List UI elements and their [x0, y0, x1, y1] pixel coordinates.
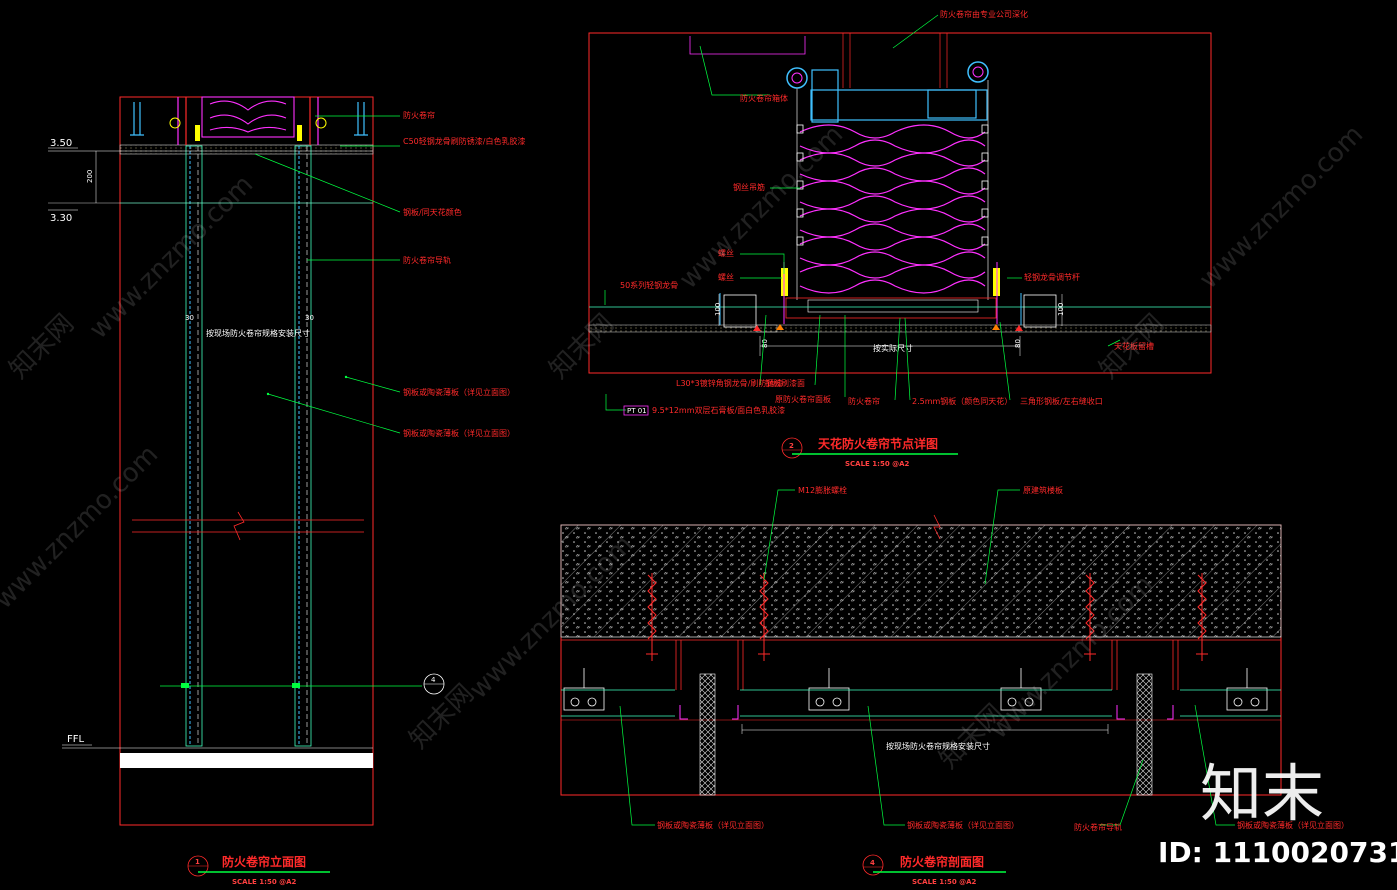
node-ceiling-note: 9.5*12mm双层石膏板/面白色乳胶漆 — [652, 405, 785, 415]
node-bottom-note-5: 2.5mm钢板（颜色同天花） — [912, 396, 1012, 406]
node-ceiling-tag: PT 01 — [627, 407, 647, 415]
section-bottom-note-3: 防火卷帘导轨 — [1074, 822, 1122, 832]
section-drawing: 按现场防火卷帘规格安装尺寸 M12膨胀螺栓 原建筑楼板 钢板或陶瓷薄板（详见立面… — [560, 485, 1349, 886]
elev-center-note: 按现场防火卷帘规格安装尺寸 — [206, 328, 310, 338]
elev-note-4: 防火卷帘导轨 — [403, 255, 451, 265]
elev-note-3: 钢板/同天花颜色 — [403, 207, 462, 217]
floor-slab — [120, 753, 373, 768]
node-dim-100-a: 100 — [714, 303, 722, 316]
roller-coil — [201, 96, 295, 138]
node-note-bolt2: 螺丝 — [718, 272, 734, 282]
node-title: 天花防火卷帘节点详图 — [818, 436, 938, 451]
elevation-drawing: 3.50 3.30 200 4 FFL 按现场防火卷帘规格安装尺寸 30 30 — [48, 96, 525, 886]
section-bottom-note-4: 钢板或陶瓷薄板（详见立面图） — [1237, 820, 1349, 830]
node-dim-80-b: 80 — [1014, 339, 1022, 348]
node-note-adjust: 轻钢龙骨调节杆 — [1024, 272, 1080, 282]
section-note-bolt: M12膨胀螺栓 — [798, 485, 847, 495]
node-scale: SCALE 1:50 @A2 — [845, 460, 910, 468]
node-bottom-note-4: 防火卷帘 — [848, 396, 880, 406]
node-note-bolt1: 螺丝 — [718, 248, 734, 258]
ceiling-band — [119, 144, 374, 155]
elev-title: 防火卷帘立面图 — [222, 854, 306, 869]
section-bottom-note-1: 钢板或陶瓷薄板（详见立面图） — [657, 820, 769, 830]
watermarks: www.znzmo.com 知末网 www.znzmo.com 知末网 www.… — [0, 120, 1369, 775]
node-dim-width: 按实际尺寸 — [873, 343, 913, 353]
guide-rail-right — [1136, 673, 1153, 796]
dim-200: 200 — [86, 170, 94, 183]
elev-title-no: 1 — [195, 858, 200, 866]
ceiling-hangers — [130, 97, 368, 145]
elev-note-5: 钢板或陶瓷薄板（详见立面图） — [403, 387, 515, 397]
elevation-leaders — [254, 115, 401, 434]
node-bottom-note-2: 钢板刷漆面 — [765, 378, 805, 388]
watermark-cn-1: 知末网 — [4, 309, 80, 385]
node-title: 2 天花防火卷帘节点详图 SCALE 1:50 @A2 — [781, 436, 958, 468]
node-frame — [588, 32, 1212, 374]
section-bottom-note-2: 钢板或陶瓷薄板（详见立面图） — [907, 820, 1019, 830]
coil-waves — [799, 124, 986, 294]
node-dim-100-b: 100 — [1057, 303, 1065, 316]
anchor-bolts — [646, 573, 1208, 661]
elev-note-6: 钢板或陶瓷薄板（详见立面图） — [403, 428, 515, 438]
guide-rail-left — [699, 673, 716, 796]
node-note-top: 防火卷帘由专业公司深化 — [940, 9, 1028, 19]
node-bottom-note-3: 原防火卷帘面板 — [775, 394, 831, 404]
watermark-url-2: www.znzmo.com — [674, 120, 849, 295]
section-note-slab: 原建筑楼板 — [1023, 485, 1063, 495]
elev-scale: SCALE 1:50 @A2 — [232, 878, 297, 886]
image-id-text: ID: 1110020731 — [1158, 836, 1397, 869]
guide-rails — [185, 145, 312, 747]
section-title-no: 4 — [870, 859, 875, 867]
brand-logo-text: 知末 — [1200, 757, 1324, 830]
node-dim-80-a: 80 — [761, 339, 769, 348]
mark-30-left: 30 — [185, 314, 194, 322]
section-mark-4: 4 — [431, 676, 436, 684]
node-bottom-note-6: 三角形钢板/左右缝收口 — [1020, 396, 1103, 406]
elevation-title: 1 防火卷帘立面图 SCALE 1:50 @A2 — [187, 854, 330, 886]
fixing-plates — [563, 668, 1268, 711]
node-title-no: 2 — [789, 442, 794, 450]
ceiling-node-drawing: 100 100 80 80 按实际尺寸 防火卷帘由专业公司深化 防火卷帘箱体 钢… — [588, 9, 1212, 468]
watermark-url-1: www.znzmo.com — [84, 170, 259, 345]
section-center-note: 按现场防火卷帘规格安装尺寸 — [886, 741, 990, 751]
watermark-url-3: www.znzmo.com — [1194, 120, 1369, 295]
section-leaders — [619, 489, 1235, 826]
section-scale: SCALE 1:50 @A2 — [912, 878, 977, 886]
node-leaders — [604, 14, 1121, 411]
node-note-plan: 天花板留槽 — [1114, 341, 1154, 351]
node-bottom-note-1: L30*3镀锌角钢龙骨/刷防锈漆 — [676, 378, 782, 388]
mark-30-right: 30 — [305, 314, 314, 322]
section-title: 防火卷帘剖面图 — [900, 854, 984, 869]
node-note-rod: 钢丝吊筋 — [733, 182, 765, 192]
elev-note-1: 防火卷帘 — [403, 110, 435, 120]
node-note-keel: 50系列轻钢龙骨 — [620, 280, 678, 290]
watermark-url-4: www.znzmo.com — [0, 440, 164, 615]
level-3-30: 3.30 — [50, 213, 72, 224]
ffl-label: FFL — [67, 734, 85, 745]
node-note-box: 防火卷帘箱体 — [740, 93, 788, 103]
elev-note-2: C50轻钢龙骨刷防锈漆/白色乳胶漆 — [403, 136, 525, 146]
level-3-50: 3.50 — [50, 138, 72, 149]
section-title: 4 防火卷帘剖面图 SCALE 1:50 @A2 — [862, 854, 1006, 886]
